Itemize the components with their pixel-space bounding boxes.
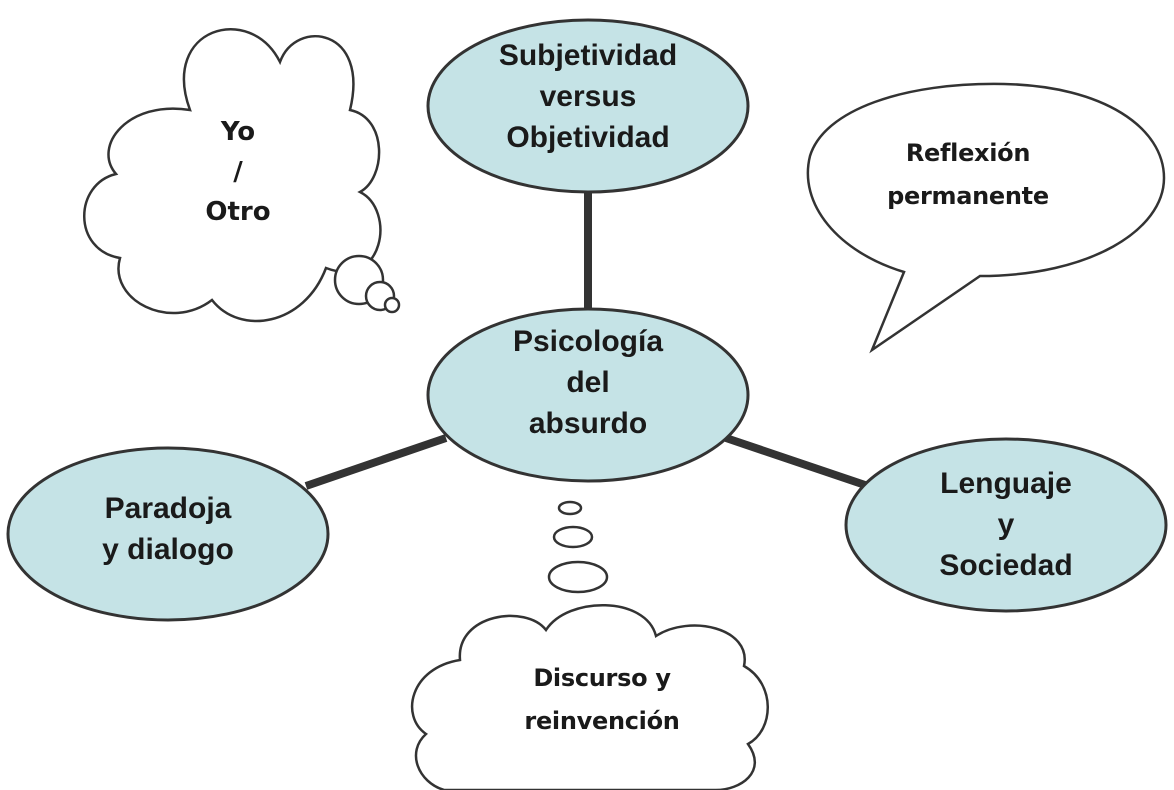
thought-trail-bottom bbox=[547, 500, 609, 594]
connector-left bbox=[304, 434, 448, 490]
node-right bbox=[844, 437, 1168, 613]
thought-cloud-bottom bbox=[410, 603, 769, 790]
thought-bubble-small bbox=[383, 296, 401, 314]
node-left bbox=[6, 446, 330, 622]
connectors bbox=[304, 190, 870, 490]
thought-cloud-top-left bbox=[83, 27, 401, 323]
speech-bubble-right bbox=[806, 82, 1166, 354]
connector-right bbox=[724, 434, 870, 490]
thought-bubble-large bbox=[547, 560, 609, 594]
node-center bbox=[426, 307, 750, 483]
node-top bbox=[426, 18, 750, 194]
thought-bubble-small bbox=[557, 500, 583, 516]
thought-bubble-medium bbox=[552, 525, 594, 549]
